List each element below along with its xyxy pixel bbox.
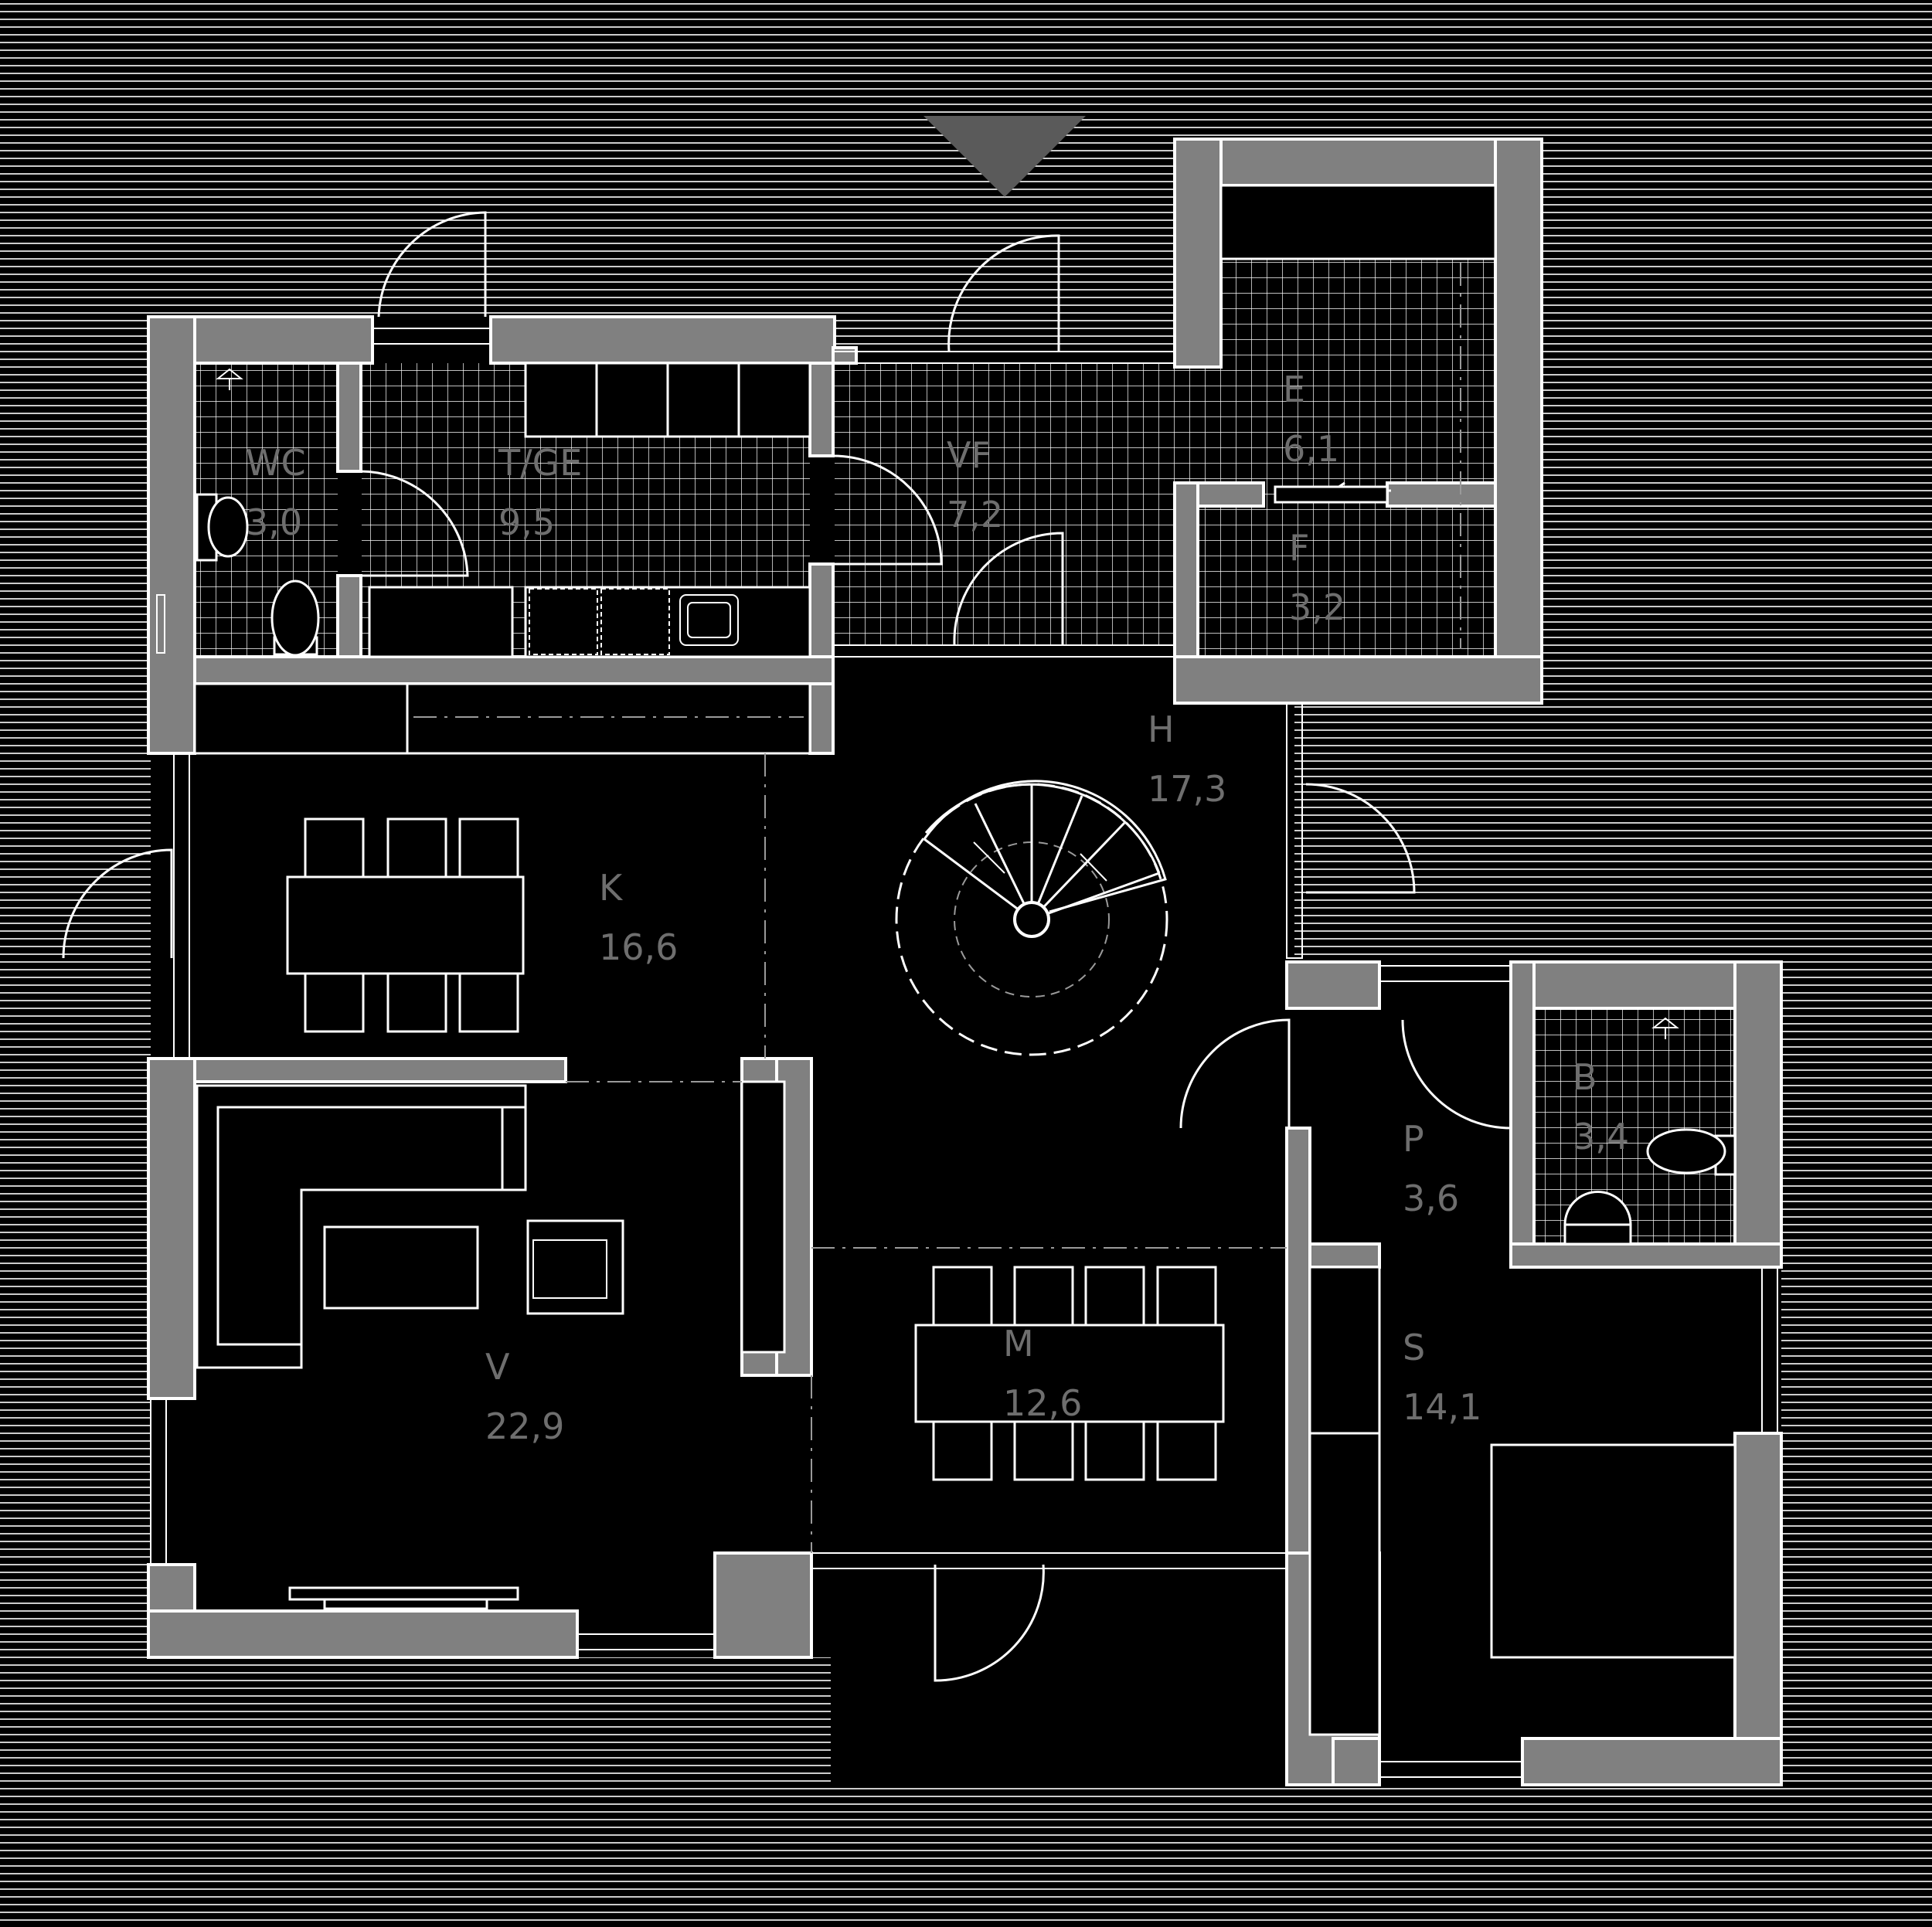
room-code-m: M [1003,1323,1034,1365]
room-code-v: V [485,1346,510,1388]
room-area-vf: 7,2 [947,494,1003,535]
triangle-down-icon [923,116,1086,197]
dining-table-k [286,817,525,1033]
room-code-b: B [1573,1056,1597,1098]
spiral-staircase-icon [895,780,1168,1056]
room-code-h: H [1148,709,1175,750]
room-code-k: K [599,867,624,909]
room-area-k: 16,6 [599,926,678,968]
room-area-p: 3,6 [1403,1178,1459,1219]
zone-lines [566,753,1287,1553]
dining-table-m [914,1266,1225,1481]
windows [150,328,1778,1778]
room-labels: WC 3,0 T/GE 9,5 VF 7,2 E 6,1F 3,2H 17,3K 16,6B 3,4 P… [246,369,1629,1447]
walls [147,138,1783,1786]
room-area-h: 17,3 [1148,768,1226,810]
room-code-tge: T/GE [498,442,582,484]
toilet-icon [196,493,1736,1246]
room-area-e: 6,1 [1283,428,1339,470]
room-area-s: 14,1 [1403,1386,1481,1428]
room-code-s: S [1403,1327,1425,1368]
room-area-v: 22,9 [485,1405,564,1447]
bed [1308,1266,1736,1736]
shower-drain-icon [216,368,1679,1039]
room-area-m: 12,6 [1003,1382,1082,1424]
room-area-f: 3,2 [1289,586,1345,628]
sofa-group [196,1057,786,1610]
fixtures [156,184,1736,1736]
room-area-b: 3,4 [1573,1116,1629,1157]
room-code-e: E [1283,369,1305,410]
room-code-vf: VF [947,434,992,476]
room-area-tge: 9,5 [498,501,555,543]
room-code-wc: WC [246,442,306,484]
room-code-f: F [1289,527,1309,569]
room-area-wc: 3,0 [246,501,302,543]
room-code-p: P [1403,1118,1424,1160]
